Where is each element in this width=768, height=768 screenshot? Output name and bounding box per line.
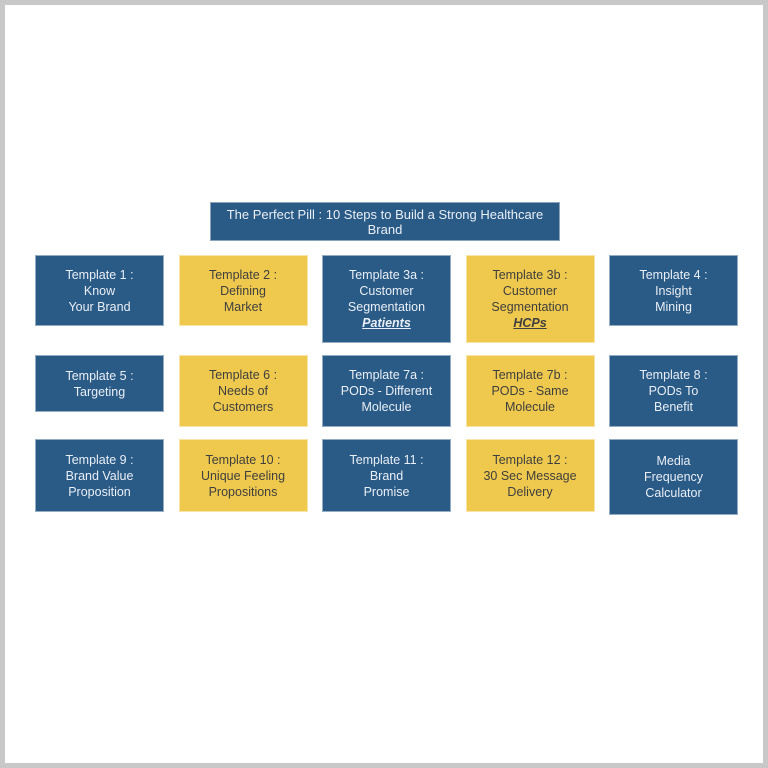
tile-label-line: Template 4 :: [639, 267, 708, 282]
tile-label-line: Mining: [655, 299, 692, 314]
tile-label-line: Market: [223, 299, 263, 314]
tile-label-line: 30 Sec Message: [483, 468, 577, 483]
tile-label-line: Targeting: [73, 384, 126, 399]
tile-label-line: Calculator: [645, 486, 702, 500]
tile-label-line: Proposition: [68, 484, 131, 499]
tile-label-line: Template 3a :: [348, 268, 425, 282]
tile-label-line: Template 1 :: [65, 267, 134, 282]
tile-label-line: Media: [656, 454, 691, 468]
tile-label-line: PODs - Different: [340, 384, 433, 398]
tile-template-6[interactable]: Template 6 : Needs of Customers: [178, 355, 308, 427]
tile-label-line: Insight: [655, 283, 692, 298]
tile-label-line: Brand Value: [65, 468, 134, 483]
page-title: The Perfect Pill : 10 Steps to Build a S…: [210, 202, 560, 241]
tile-label-line: Template 9 :: [65, 452, 134, 467]
tile-label-line: Molecule: [504, 400, 556, 414]
tile-label-line: Know: [83, 283, 116, 298]
grid-row-2: Template 5 :Targeting Template 6 : Needs o…: [35, 355, 738, 427]
tile-label-line: Customer: [359, 284, 414, 298]
tile-label-line: Delivery: [507, 484, 553, 499]
tile-label-line: Segmentation: [347, 300, 426, 314]
tile-emphasis-label: HCPs: [513, 316, 547, 330]
tile-label-line: Segmentation: [491, 300, 569, 314]
tile-label-line: Customer: [502, 284, 558, 298]
tile-label-line: PODs - Same: [491, 384, 569, 398]
tile-label-line: Needs of: [217, 384, 269, 398]
tile-label-line: Brand: [369, 468, 404, 483]
tile-template-8[interactable]: Template 8 : PODs To Benefit: [609, 355, 738, 427]
tile-label-line: Propositions: [208, 484, 278, 499]
tile-label-line: Template 2 :: [208, 267, 278, 282]
tile-label-line: Template 7b :: [492, 368, 568, 382]
tile-label-line: Frequency: [643, 470, 704, 484]
tile-label-line: Molecule: [361, 400, 412, 414]
tile-label-line: PODs To: [648, 384, 699, 398]
tile-label-line: Your Brand: [68, 299, 131, 314]
tile-label-line: Template 8 :: [639, 368, 708, 382]
tile-label-line: Template 7a :: [348, 368, 425, 382]
tile-label-line: Template 11 :: [349, 452, 424, 467]
tile-label-line: Template 3b :: [492, 268, 568, 282]
tile-label-line: Benefit: [654, 400, 693, 414]
tile-label-line: Promise: [363, 484, 410, 499]
tile-emphasis-label: Patients: [362, 316, 411, 330]
tile-label-line: Template 12 :: [492, 452, 568, 467]
tile-label-line: Template 10 :: [205, 452, 281, 467]
tile-label-line: Customers: [212, 400, 274, 414]
page-title-text: The Perfect Pill : 10 Steps to Build a S…: [226, 206, 544, 237]
tile-template-5[interactable]: Template 5 :Targeting: [35, 355, 164, 412]
tile-label-line: Defining: [220, 283, 266, 298]
tile-label-line: Unique Feeling: [200, 468, 286, 483]
tile-label-line: Template 6 :: [208, 368, 278, 382]
tile-label-line: Template 5 :: [65, 368, 134, 383]
